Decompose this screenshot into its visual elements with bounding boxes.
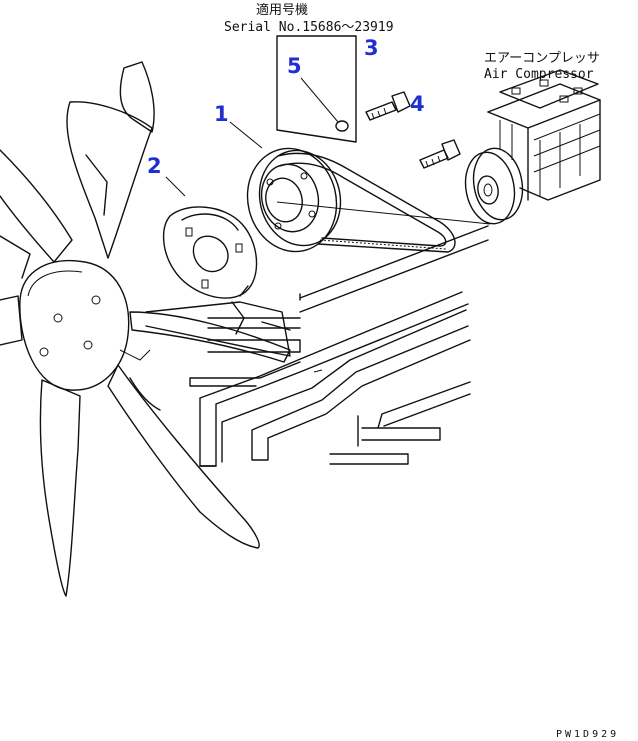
bracket-rails (145, 225, 489, 467)
callout-4: 4 (410, 92, 425, 116)
drawing-code: PW1D929 (556, 729, 619, 740)
compressor-pulley (464, 147, 524, 225)
washer-part-5 (335, 120, 349, 132)
serial-detail-box (276, 35, 357, 143)
compressor-label-en: Air Compressor (484, 67, 594, 82)
callout-3: 3 (364, 36, 379, 60)
serial-range: Serial No.15686～23919 (224, 20, 394, 35)
air-compressor (487, 69, 601, 201)
bolt-part-4 (419, 139, 461, 169)
callout-2: 2 (147, 154, 162, 178)
fan-pulley-part-1 (246, 147, 342, 253)
fan-hub (19, 260, 130, 391)
compressor-label-jp: エアーコンプレッサ (484, 51, 600, 66)
leader-lines (165, 77, 491, 225)
fan-assembly (0, 61, 291, 597)
callout-5: 5 (287, 54, 302, 78)
v-belt (277, 152, 456, 253)
serial-heading-jp: 適用号機 (256, 2, 308, 18)
callout-1: 1 (214, 102, 229, 126)
bolt-part-3 (365, 91, 411, 121)
spacer-part-2 (163, 206, 258, 299)
